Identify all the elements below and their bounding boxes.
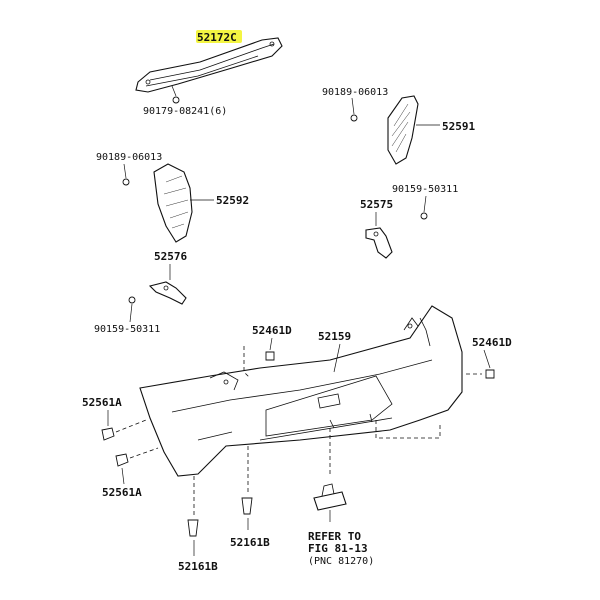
refer-line-1: REFER TO bbox=[308, 530, 361, 543]
label-52591: 52591 bbox=[442, 120, 475, 133]
clip-right-top bbox=[485, 369, 495, 379]
highlight-52172c bbox=[196, 30, 242, 43]
label-52461d-left: 52461D bbox=[252, 324, 292, 337]
label-90179-08241: 90179-08241(6) bbox=[143, 106, 227, 117]
clip-left-top bbox=[265, 351, 275, 361]
bolt-left-upper bbox=[122, 178, 130, 186]
label-52161b-left: 52161B bbox=[178, 560, 218, 573]
refer-line-2: FIG 81-13 bbox=[308, 542, 368, 555]
bumper-cover-part[interactable] bbox=[139, 305, 463, 477]
clip-side-lower bbox=[115, 453, 129, 467]
license-lamp-part[interactable] bbox=[313, 483, 347, 511]
label-52575: 52575 bbox=[360, 198, 393, 211]
label-90189-06013-right: 90189-06013 bbox=[322, 87, 388, 98]
clip-bottom-mid bbox=[241, 497, 253, 515]
refer-line-3: (PNC 81270) bbox=[308, 556, 374, 567]
bracket-left-part[interactable] bbox=[148, 281, 187, 305]
reinforcement-part[interactable] bbox=[135, 37, 283, 104]
label-52172c: 52172C bbox=[197, 31, 237, 44]
label-52561a-lower: 52561A bbox=[102, 486, 142, 499]
label-52159: 52159 bbox=[318, 330, 351, 343]
label-52592: 52592 bbox=[216, 194, 249, 207]
bracket-right-part[interactable] bbox=[365, 227, 393, 259]
label-52561a-upper: 52561A bbox=[82, 396, 122, 409]
clip-side-upper bbox=[101, 427, 115, 441]
clip-bottom-left bbox=[187, 519, 199, 537]
bolt-right-upper bbox=[350, 114, 358, 122]
retainer-right-part[interactable] bbox=[387, 95, 440, 165]
bolt-left-lower bbox=[128, 296, 136, 304]
label-90189-06013-left: 90189-06013 bbox=[96, 152, 162, 163]
label-52461d-right: 52461D bbox=[472, 336, 512, 349]
label-90159-50311-right: 90159-50311 bbox=[392, 184, 458, 195]
label-90159-50311-left: 90159-50311 bbox=[94, 324, 160, 335]
label-52576: 52576 bbox=[154, 250, 187, 263]
bolt-right-lower bbox=[420, 212, 428, 220]
label-52161b-mid: 52161B bbox=[230, 536, 270, 549]
retainer-left-part[interactable] bbox=[153, 163, 214, 243]
